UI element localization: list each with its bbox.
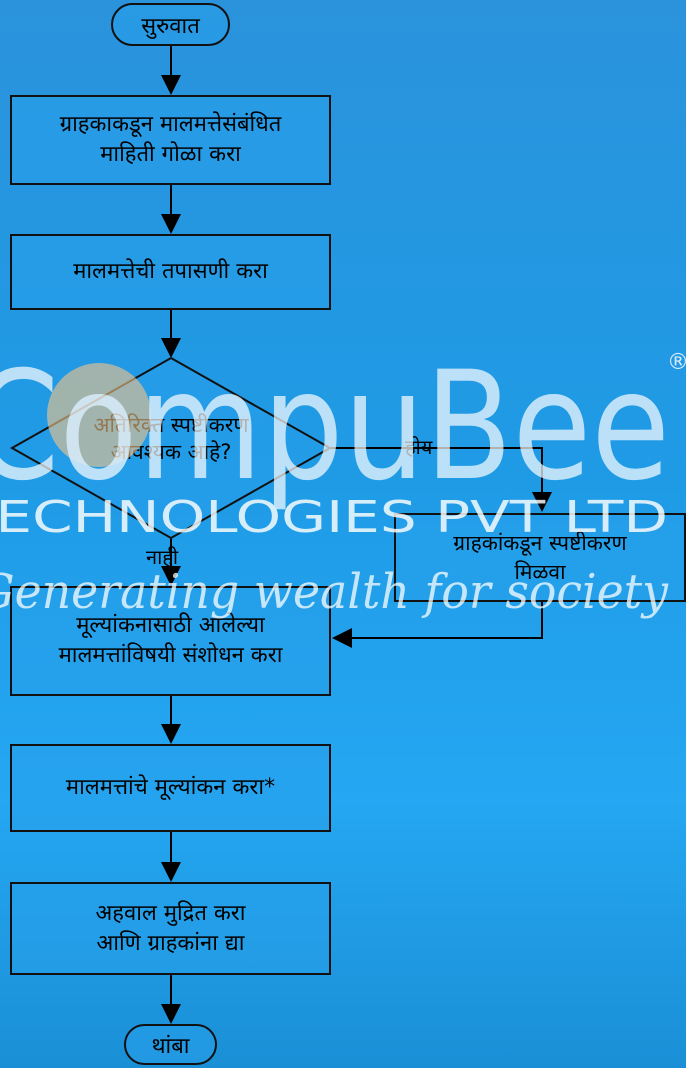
step-inspect-property: मालमत्तेची तपासणी करा (10, 234, 331, 310)
end-terminal: थांबा (124, 1024, 217, 1065)
start-label: सुरुवात (141, 13, 200, 39)
step-print-report: अहवाल मुद्रित करा आणि ग्राहकांना द्या (10, 882, 331, 975)
yes-label: होय (405, 435, 433, 459)
arrow-side-return (332, 602, 543, 648)
no-label: नाही (146, 545, 179, 569)
step-collect-info: ग्राहकाकडून मालमत्तेसंबंधित माहिती गोळा … (10, 95, 331, 185)
decision-text: अतिरिक्त स्पष्टीकरण आवश्यक आहे? (93, 413, 249, 465)
end-label: थांबा (151, 1033, 190, 1059)
step-value-property: मालमत्तांचे मूल्यांकन करा* (10, 744, 331, 832)
step-get-clarification: ग्राहकांकडून स्पष्टीकरण मिळवा (394, 513, 686, 602)
step-research-property: मूल्यांकनासाठी आलेल्या मालमत्तांविषयी सं… (10, 586, 331, 696)
arrow-decision-yes (330, 447, 552, 512)
start-terminal: सुरुवात (111, 3, 230, 46)
